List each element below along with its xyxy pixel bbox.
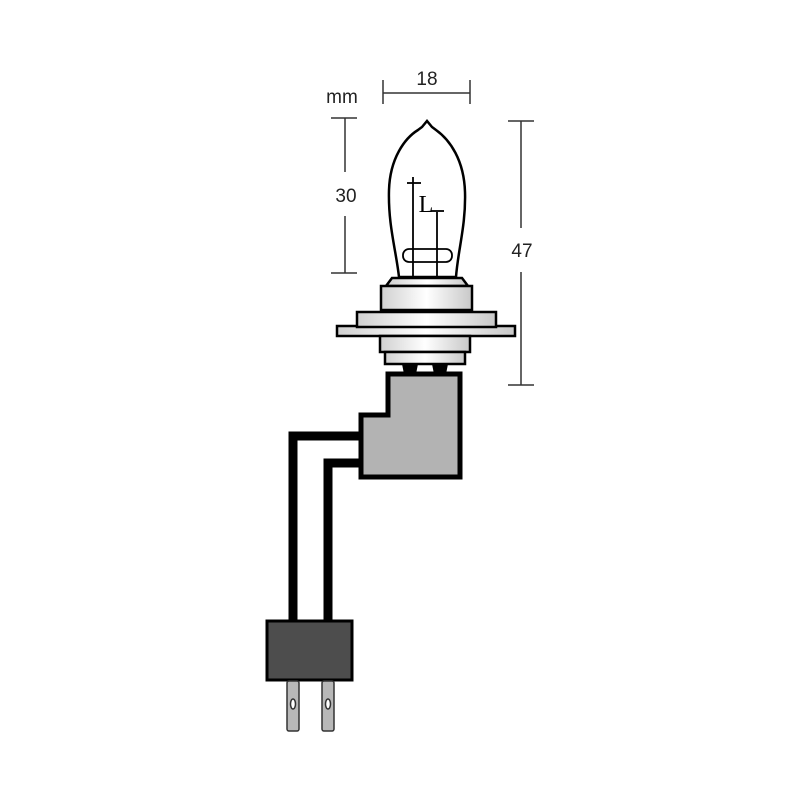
width-dimension <box>382 80 471 104</box>
total-height-value: 47 <box>511 241 532 262</box>
wires <box>288 431 362 622</box>
glass-height-dimension <box>331 117 357 274</box>
filament <box>402 177 453 278</box>
width-value: 18 <box>416 69 437 90</box>
glass-height-value: 30 <box>335 186 356 207</box>
unit-label: mm <box>326 87 358 108</box>
socket-connector <box>358 371 463 480</box>
filament-label: L <box>419 192 434 218</box>
wire-outer <box>288 431 362 622</box>
glass-envelope <box>387 119 467 279</box>
plug-pins <box>286 680 335 732</box>
wire-inner <box>323 458 362 622</box>
bulb-base <box>335 276 517 366</box>
total-height-dimension <box>508 120 534 386</box>
plug-body <box>265 619 354 682</box>
